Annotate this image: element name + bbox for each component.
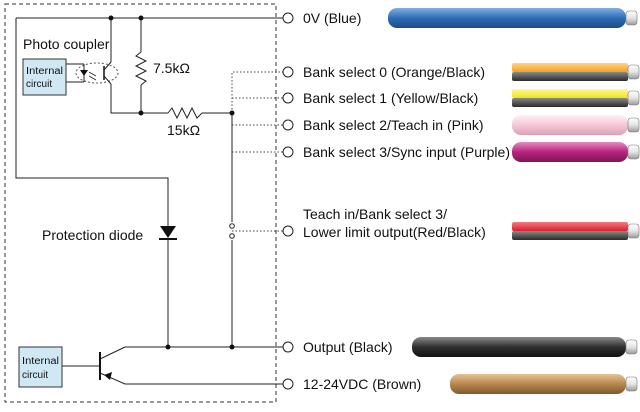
junction-dot <box>108 15 114 21</box>
cable-4 <box>512 142 640 162</box>
cable-4-tip <box>627 144 640 160</box>
transistor-collector <box>99 346 126 360</box>
terminal-4 <box>282 146 294 158</box>
cable-6-tip <box>625 339 638 355</box>
terminal-group <box>282 12 294 390</box>
cable-7-body <box>450 374 626 394</box>
wire-label-6: Output (Black) <box>303 339 392 355</box>
cable-2-stripe <box>512 98 628 107</box>
internal-circuit-label-top-1: Internal <box>26 66 63 77</box>
terminal-6 <box>282 341 294 353</box>
cable-6 <box>412 337 638 357</box>
cable-2-tip <box>627 90 640 106</box>
terminal-3 <box>282 119 294 131</box>
protection-diode-label: Protection diode <box>42 227 143 243</box>
resistor-7-5k <box>134 51 148 86</box>
transistor-arrow <box>104 372 112 380</box>
protection-diode-symbol <box>160 226 176 238</box>
wire-left-to-diode <box>15 18 169 226</box>
cable-7 <box>450 374 638 394</box>
junction-dot <box>165 344 171 350</box>
internal-circuit-box-bottom <box>18 346 63 388</box>
terminal-2 <box>282 92 294 104</box>
cable-7-tip <box>625 376 638 392</box>
terminal-1 <box>282 66 294 78</box>
cable-0 <box>388 8 638 28</box>
cable-3 <box>512 115 640 135</box>
internal-circuit-label-bottom-1: Internal <box>22 356 59 367</box>
wire-label-5-1: Lower limit output(Red/Black) <box>303 224 486 240</box>
junction-dot <box>138 15 144 21</box>
resistor-7-5k-label: 7.5kΩ <box>153 60 190 76</box>
junction-dot <box>138 110 144 116</box>
internal-circuit-label-top-2: circuit <box>26 79 52 90</box>
resistor-15k-label: 15kΩ <box>167 122 200 138</box>
wire-label-2: Bank select 1 (Yellow/Black) <box>303 90 478 106</box>
internal-circuit-box-top <box>22 58 67 96</box>
cable-5-color <box>512 222 628 231</box>
cable-6-body <box>412 337 626 357</box>
cable-5 <box>512 222 640 240</box>
cable-0-tip <box>625 10 638 26</box>
cable-2-color <box>512 89 628 98</box>
cable-3-body <box>512 115 628 135</box>
wire-coupler-bottom <box>110 84 168 114</box>
photo-coupler-label: Photo coupler <box>23 36 110 52</box>
cable-0-body <box>388 8 626 28</box>
terminal-5 <box>282 225 294 237</box>
cable-5-stripe <box>512 231 628 240</box>
wire-label-3: Bank select 2/Teach in (Pink) <box>303 117 484 133</box>
wire-label-5-0: Teach in/Bank select 3/ <box>303 206 447 222</box>
wire-label-1: Bank select 0 (Orange/Black) <box>303 64 485 80</box>
cable-3-tip <box>627 117 640 133</box>
internal-circuit-label-bottom-2: circuit <box>22 370 48 381</box>
cable-1-tip <box>627 64 640 80</box>
sensor-enclosure <box>4 3 277 403</box>
cable-1-color <box>512 63 628 72</box>
cable-4-body <box>512 142 628 162</box>
wire-label-4: Bank select 3/Sync input (Purple) <box>303 144 510 160</box>
open-contact-upper <box>229 223 235 229</box>
cable-2 <box>512 89 640 107</box>
wire-label-7: 12-24VDC (Brown) <box>303 376 421 392</box>
terminal-0 <box>282 12 294 24</box>
terminal-7 <box>282 378 294 390</box>
cable-1-stripe <box>512 72 628 81</box>
photo-coupler <box>66 61 119 85</box>
dotted-branch-bank0 <box>231 71 288 113</box>
transistor-emitter <box>99 372 126 385</box>
wire-label-group: 0V (Blue) Bank select 0 (Orange/Black) Ban… <box>303 10 510 392</box>
junction-dot <box>229 110 235 116</box>
open-contact-lower <box>229 233 235 239</box>
cable-group <box>388 8 640 394</box>
resistor-15k <box>167 106 203 120</box>
cable-5-tip <box>627 223 640 239</box>
wire-label-0: 0V (Blue) <box>303 10 361 26</box>
cable-1 <box>512 63 640 81</box>
junction-dot <box>229 344 235 350</box>
